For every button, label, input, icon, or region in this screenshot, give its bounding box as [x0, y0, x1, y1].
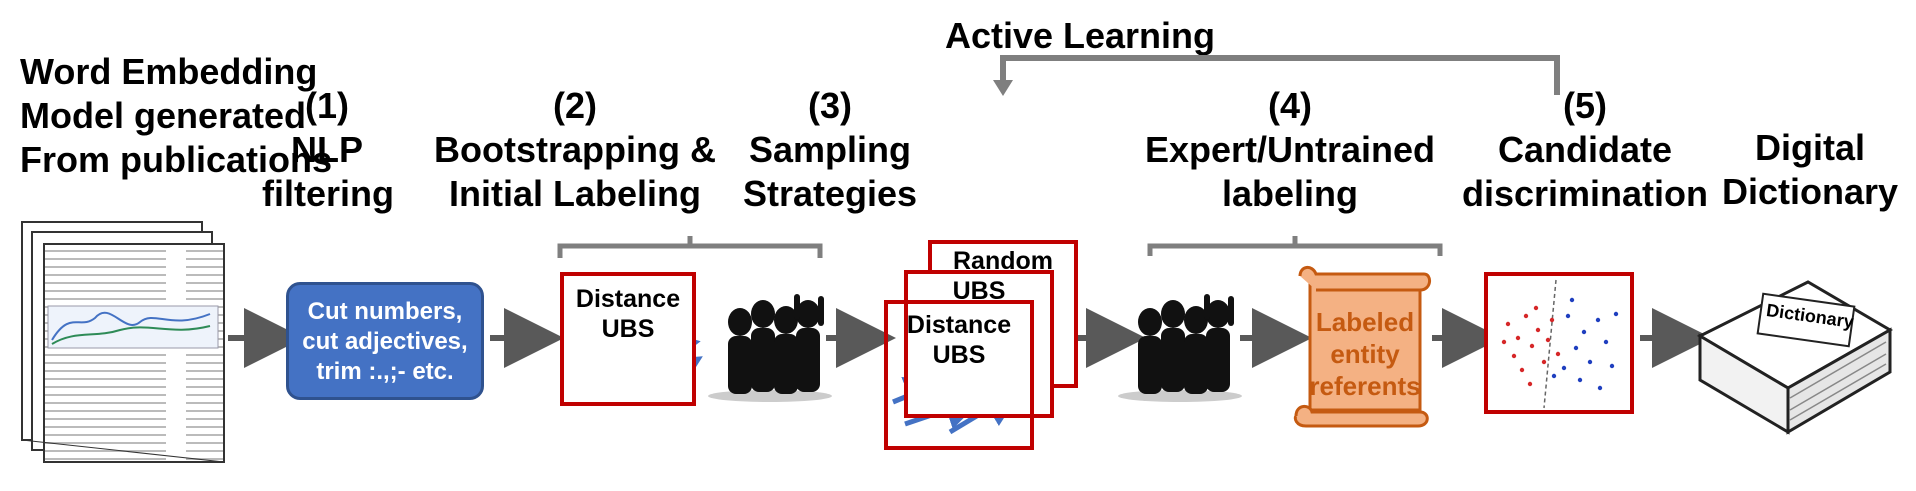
labeled-entity-referents: Labeled entity referents — [1306, 306, 1424, 402]
step-1-number: (1) — [305, 85, 349, 126]
step-5-title-line-1: Candidate — [1497, 129, 1673, 170]
step-5-number: (5) — [1563, 85, 1607, 126]
step-2-header: (2) Bootstrapping & Initial Labeling — [430, 84, 720, 216]
step-4-brace — [1147, 243, 1443, 256]
candidate-discrimination-plot — [1484, 272, 1634, 414]
scatter-red-points — [1501, 305, 1561, 387]
step-1-title-line-2: filtering — [262, 173, 394, 214]
nlp-filter-line-3: trim :.,;- etc. — [316, 358, 454, 385]
step-1-title-line-1: NLP — [291, 129, 363, 170]
bootstrap-label-line-1: Distance — [575, 285, 681, 313]
sampling-distance-ubs-box: Distance UBS — [884, 300, 1034, 450]
scatter-svg — [1501, 279, 1619, 409]
scatter-blue-points — [1551, 297, 1619, 391]
nlp-filter-box: Cut numbers, cut adjectives, trim :.,;- … — [286, 282, 484, 400]
step-2-brace — [557, 243, 823, 258]
step-4-title-line-2: labeling — [1221, 173, 1359, 214]
expert-group-1 — [708, 294, 832, 402]
step-3-header: (3) Sampling Strategies — [720, 84, 940, 216]
nlp-filter-line-2: cut adjectives, — [302, 328, 468, 355]
step-2-title-line-2: Initial Labeling — [448, 173, 702, 214]
word-embedding-title: Word Embedding Model generated From publ… — [20, 50, 332, 182]
step-3-title-line-2: Strategies — [742, 173, 918, 214]
active-learning-title: Active Learning — [944, 15, 1216, 56]
step-4-number: (4) — [1268, 85, 1312, 126]
bootstrap-distance-ubs-box: Distance UBS — [560, 272, 696, 406]
active-learning-loop — [1000, 55, 1560, 95]
sampling-ubs-box: UBS — [904, 270, 1054, 418]
labeled-scroll-shape — [1293, 266, 1431, 428]
publication-stack — [21, 221, 225, 463]
digital-dictionary-line-1: Digital — [1754, 127, 1865, 168]
step-1-header: (1) NLP filtering — [262, 84, 394, 216]
digital-dictionary-header: Digital Dictionary — [1715, 126, 1905, 214]
step-4-title-line-1: Expert/Untrained — [1144, 129, 1436, 170]
word-embedding-line-1: Word Embedding — [20, 51, 318, 92]
step-5-header: (5) Candidate discrimination — [1440, 84, 1730, 216]
digital-dictionary-line-2: Dictionary — [1721, 171, 1899, 212]
sampling-distance-label-2: UBS — [932, 341, 986, 369]
word-embedding-line-3: From publications — [20, 139, 333, 180]
nlp-filter-line-1: Cut numbers, — [307, 298, 463, 325]
bootstrap-label-line-2: UBS — [601, 315, 655, 343]
scroll-line-1: Labeled — [1315, 307, 1415, 337]
step-4-header: (4) Expert/Untrained labeling — [1120, 84, 1460, 216]
dictionary-book — [1696, 280, 1894, 435]
word-embedding-line-2: Model generated — [20, 95, 307, 136]
sampling-distance-label-1: Distance — [906, 311, 1012, 339]
active-learning-arrowhead — [993, 80, 1013, 96]
scroll-line-3: referents — [1309, 371, 1421, 401]
step-2-title-line-1: Bootstrapping & — [434, 129, 716, 170]
step-5-title-line-2: discrimination — [1461, 173, 1709, 214]
step-3-title-line-1: Sampling — [748, 129, 912, 170]
step-2-number: (2) — [553, 85, 597, 126]
scroll-line-2: entity — [1330, 339, 1400, 369]
step-3-number: (3) — [808, 85, 852, 126]
expert-group-2 — [1118, 294, 1242, 402]
